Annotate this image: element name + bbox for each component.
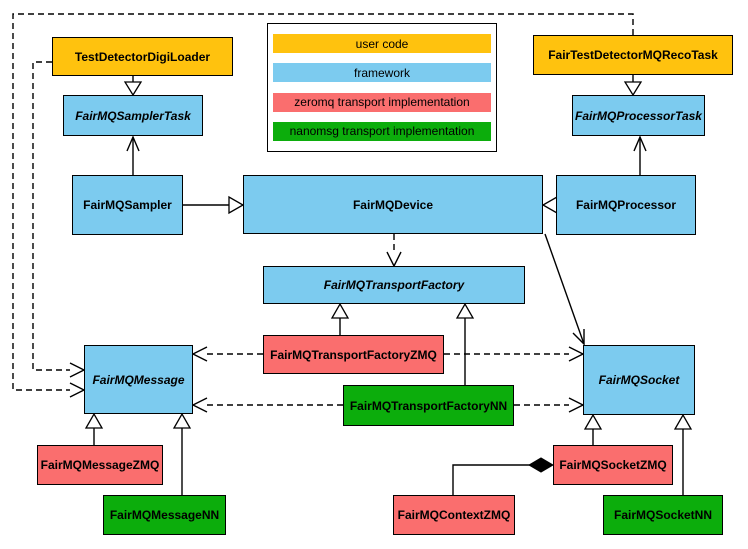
arrowhead-triangle xyxy=(673,413,693,430)
legend-item-nanomsg: nanomsg transport implementation xyxy=(273,121,491,141)
composition-diamond xyxy=(528,457,554,473)
node-testdetectordigiloader: TestDetectorDigiLoader xyxy=(52,37,233,76)
node-fairmqtransportfactory: FairMQTransportFactory xyxy=(263,266,525,304)
arrowhead-triangle xyxy=(330,302,350,319)
arrowhead-open xyxy=(191,346,208,362)
arrowhead-open xyxy=(633,135,647,152)
arrowhead-triangle xyxy=(123,81,143,97)
edge-contextzmq-to-socketzmq xyxy=(452,464,530,495)
arrowhead-triangle xyxy=(541,195,558,215)
edge-device-to-socket xyxy=(544,233,585,345)
node-fairmqsocketzmq: FairMQSocketZMQ xyxy=(553,445,673,485)
node-fairmqsocketnn: FairMQSocketNN xyxy=(603,495,723,535)
node-fairmqcontextzmq: FairMQContextZMQ xyxy=(393,495,515,535)
node-fairmqsocket: FairMQSocket xyxy=(583,345,695,415)
arrowhead-triangle xyxy=(623,81,643,97)
arrowhead-open xyxy=(69,362,86,378)
edge-digiloader-to-message xyxy=(32,61,70,371)
arrowhead-open xyxy=(568,397,585,413)
arrowhead-triangle xyxy=(583,413,603,430)
arrowhead-open xyxy=(568,346,585,362)
node-fairmqprocessor: FairMQProcessor xyxy=(556,175,696,235)
legend-item-user-code: user code xyxy=(273,34,491,54)
node-fairmqprocessortask: FairMQProcessorTask xyxy=(572,95,705,136)
arrowhead-triangle xyxy=(84,412,104,429)
node-fairmqmessage: FairMQMessage xyxy=(84,345,193,414)
legend-item-framework: framework xyxy=(273,63,491,83)
legend: user code framework zeromq transport imp… xyxy=(267,23,497,152)
node-fairtestdetectormqrecotask: FairTestDetectorMQRecoTask xyxy=(533,35,733,75)
arrowhead-open xyxy=(572,329,585,346)
node-fairmqmessagezmq: FairMQMessageZMQ xyxy=(37,445,163,485)
arrowhead-open xyxy=(386,251,402,268)
node-fairmqtransportfactorynn: FairMQTransportFactoryNN xyxy=(343,385,514,426)
arrowhead-triangle xyxy=(172,412,192,429)
node-fairmqmessagenn: FairMQMessageNN xyxy=(103,495,226,535)
arrowhead-open xyxy=(191,397,208,413)
arrowhead-triangle xyxy=(228,195,245,215)
node-fairmqsamplertask: FairMQSamplerTask xyxy=(63,95,203,136)
arrowhead-triangle xyxy=(455,302,475,319)
arrowhead-open xyxy=(69,382,86,398)
node-fairmqdevice: FairMQDevice xyxy=(243,175,543,234)
node-fairmqtransportfactoryzmq: FairMQTransportFactoryZMQ xyxy=(263,335,444,374)
node-fairmqsampler: FairMQSampler xyxy=(72,175,183,235)
legend-item-zeromq: zeromq transport implementation xyxy=(273,92,491,112)
arrowhead-open xyxy=(126,135,140,152)
edge-recotask-to-message xyxy=(12,13,634,391)
